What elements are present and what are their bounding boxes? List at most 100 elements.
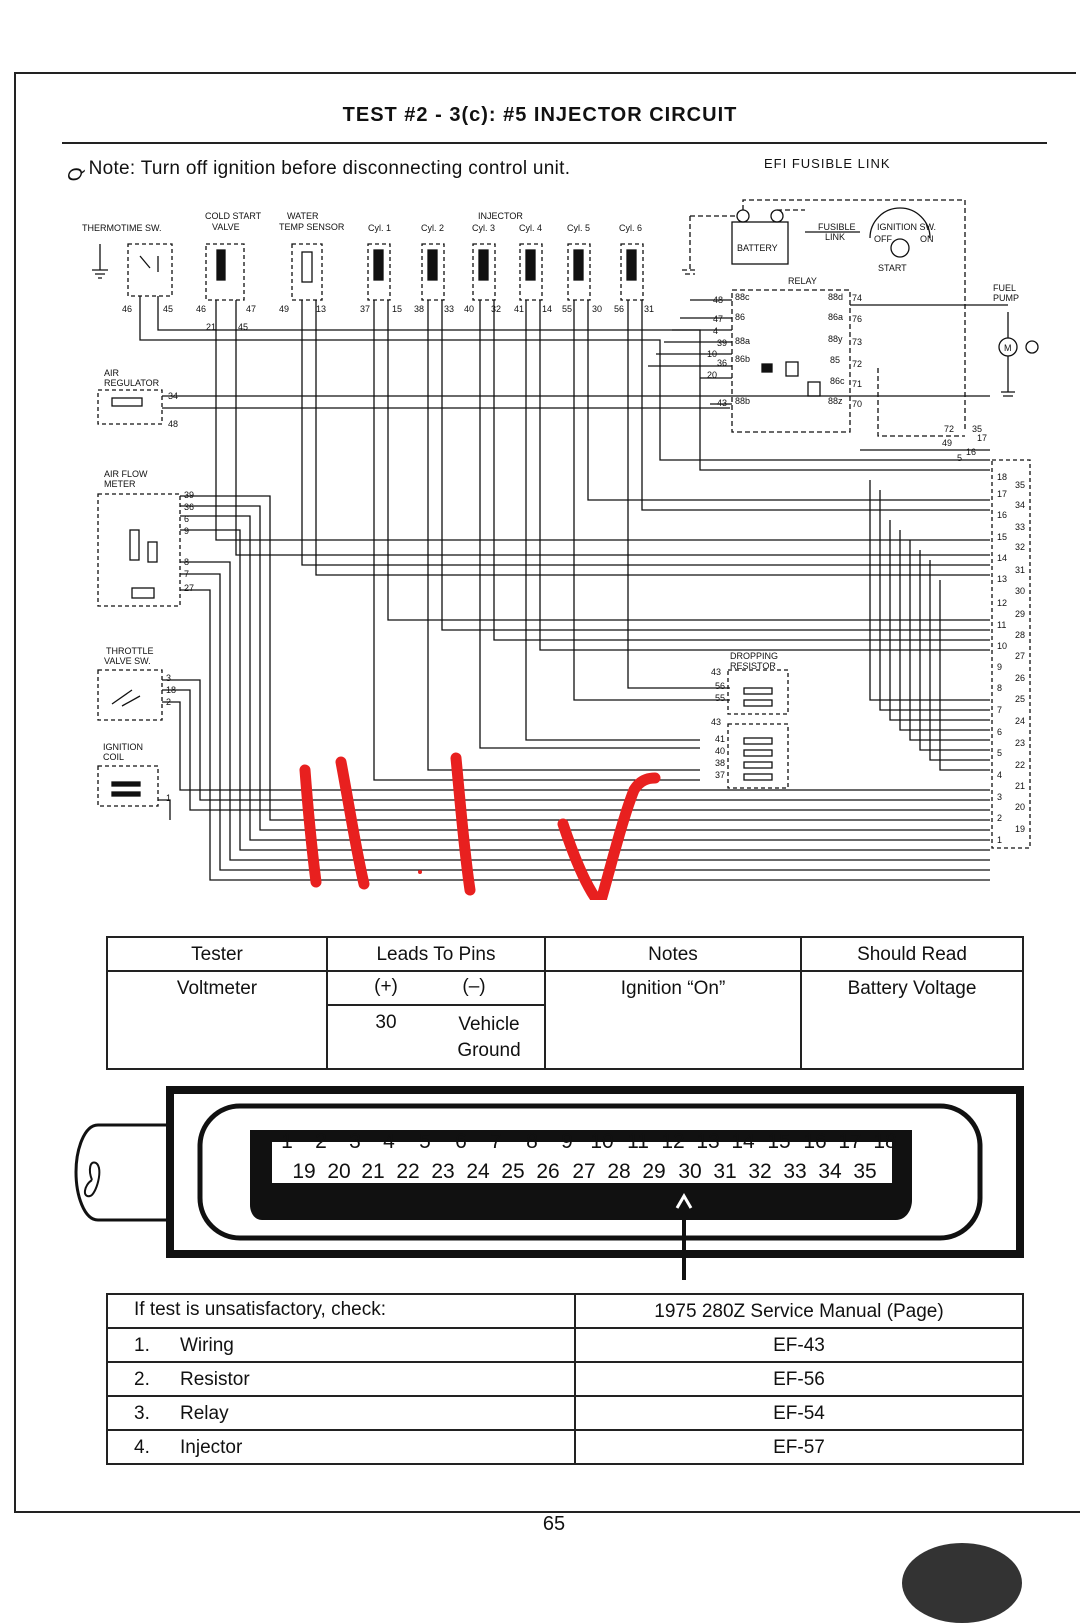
svg-text:21: 21 [1015, 781, 1025, 791]
header-tester: Tester [106, 936, 328, 972]
svg-text:30: 30 [592, 304, 602, 314]
svg-text:73: 73 [852, 337, 862, 347]
pin-6: 6 [455, 1130, 467, 1153]
connector-top-pins: 1 2 3 4 5 6 7 8 9 10 11 12 13 14 15 16 1… [270, 1130, 902, 1154]
svg-text:6: 6 [184, 514, 189, 524]
relay-label: RELAY [788, 276, 817, 286]
ign-start-label: START [878, 263, 907, 273]
svg-text:45: 45 [163, 304, 173, 314]
svg-text:56: 56 [715, 681, 725, 691]
pin-18: 18 [873, 1130, 897, 1153]
svg-text:55: 55 [562, 304, 572, 314]
svg-text:88a: 88a [735, 336, 750, 346]
svg-text:46: 46 [196, 304, 206, 314]
svg-text:40: 40 [464, 304, 474, 314]
svg-text:14: 14 [542, 304, 552, 314]
svg-text:2: 2 [997, 813, 1002, 823]
pin-10: 10 [590, 1130, 614, 1153]
ign-sw-label: IGNITION SW. [877, 222, 936, 232]
pin-35: 35 [853, 1160, 877, 1183]
pin-20: 20 [327, 1160, 351, 1183]
pin-27: 27 [572, 1160, 596, 1183]
pin-15: 15 [767, 1130, 791, 1153]
plus-label: (+) [374, 976, 398, 997]
svg-text:1: 1 [166, 793, 171, 803]
svg-text:86: 86 [735, 312, 745, 322]
svg-text:6: 6 [997, 727, 1002, 737]
svg-text:25: 25 [1015, 694, 1025, 704]
svg-text:55: 55 [715, 693, 725, 703]
check-row-3-page: EF-54 [574, 1395, 1024, 1431]
svg-text:29: 29 [1015, 609, 1025, 619]
pin-24: 24 [466, 1160, 490, 1183]
pin-11: 11 [627, 1130, 649, 1153]
cyl3-label: Cyl. 3 [472, 223, 495, 233]
pin-29: 29 [642, 1160, 666, 1183]
svg-text:7: 7 [184, 569, 189, 579]
svg-text:76: 76 [852, 314, 862, 324]
pin-23: 23 [431, 1160, 455, 1183]
pin-1: 1 [281, 1130, 293, 1153]
connector-bottom-pins: 19 20 21 22 23 24 25 26 27 28 29 30 31 3… [286, 1160, 882, 1184]
pin-5: 5 [419, 1130, 431, 1153]
check-row-4-page: EF-57 [574, 1429, 1024, 1465]
throttle-label-1: THROTTLE [106, 646, 154, 656]
ign-off-label: OFF [874, 234, 892, 244]
svg-text:37: 37 [715, 770, 725, 780]
throttle-valve-switch [97, 669, 163, 721]
check-row-1-item: Wiring [180, 1335, 234, 1356]
battery-label: BATTERY [737, 243, 778, 253]
ign-on-label: ON [920, 234, 934, 244]
svg-text:43: 43 [717, 398, 727, 408]
page-frame [14, 72, 1076, 1512]
check-row-4-item: Injector [180, 1437, 243, 1458]
pin-2: 2 [315, 1130, 327, 1153]
battery [731, 221, 789, 265]
svg-text:48: 48 [713, 295, 723, 305]
air-regulator [97, 389, 163, 425]
svg-text:12: 12 [997, 598, 1007, 608]
svg-text:72: 72 [852, 359, 862, 369]
svg-text:47: 47 [713, 314, 723, 324]
thermotime-label: THERMOTIME SW. [82, 223, 162, 233]
check-row-4-num: 4. [134, 1437, 150, 1458]
svg-text:15: 15 [392, 304, 402, 314]
pin-9: 9 [561, 1130, 573, 1153]
dropping-label-1: DROPPING [730, 651, 778, 661]
coil-label-2: COIL [103, 752, 124, 762]
note-icon: ℺ [66, 164, 83, 184]
svg-text:49: 49 [942, 438, 952, 448]
fusible-label-1: FUSIBLE [818, 222, 856, 232]
svg-text:4: 4 [713, 326, 718, 336]
svg-text:32: 32 [1015, 542, 1025, 552]
throttle-label-2: VALVE SW. [104, 656, 151, 666]
fusible-label-2: LINK [825, 232, 845, 242]
relay [731, 289, 851, 433]
afm-label-1: AIR FLOW [104, 469, 148, 479]
tester-value: Voltmeter [106, 970, 328, 1070]
air-regulator-label-1: AIR [104, 368, 120, 378]
svg-text:16: 16 [997, 510, 1007, 520]
check-row-2-num: 2. [134, 1369, 150, 1390]
injector-label: INJECTOR [478, 211, 523, 221]
svg-text:11: 11 [997, 620, 1006, 630]
cold-start-label-1: COLD START [205, 211, 262, 221]
page-number: 65 [542, 1513, 566, 1535]
svg-text:37: 37 [360, 304, 370, 314]
svg-text:21: 21 [206, 322, 216, 332]
svg-text:39: 39 [717, 338, 727, 348]
svg-text:22: 22 [1015, 760, 1025, 770]
svg-text:5: 5 [957, 453, 962, 463]
svg-text:85: 85 [830, 355, 840, 365]
test-table: Tester Leads To Pins Notes Should Read V… [106, 936, 1024, 1070]
wire-group [92, 199, 1039, 881]
pin-19: 19 [292, 1160, 316, 1183]
header-leads: Leads To Pins [326, 936, 546, 972]
svg-text:48: 48 [168, 419, 178, 429]
check-row-1-num: 1. [134, 1335, 150, 1356]
dropping-label-2: RESISTOR [730, 661, 776, 671]
svg-text:39: 39 [184, 490, 194, 500]
check-header-right: 1975 280Z Service Manual (Page) [574, 1293, 1024, 1329]
